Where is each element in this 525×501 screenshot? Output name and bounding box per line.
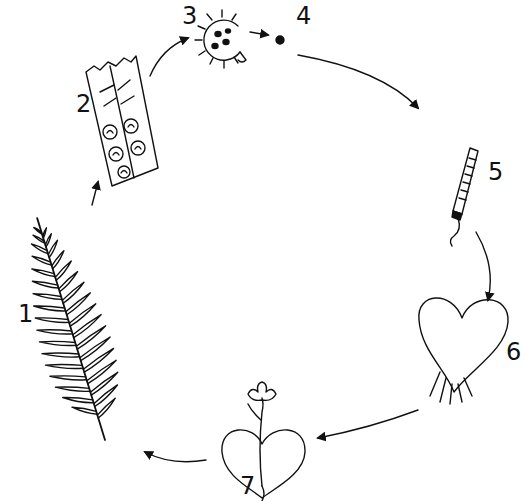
callout-number: 1: [18, 302, 33, 326]
callout-number: 2: [76, 92, 91, 116]
callout-number: 4: [296, 4, 311, 28]
prothallus: [419, 298, 508, 404]
pinna-with-sori: [86, 56, 158, 186]
callout-number: 5: [488, 160, 503, 184]
cycle-arrows: [92, 32, 490, 462]
callout-number: 7: [240, 474, 255, 498]
germinating-spore: [450, 148, 478, 246]
callout-number: 3: [182, 4, 197, 28]
spore: [276, 36, 284, 44]
young-sporophyte: [222, 382, 305, 501]
sporangium: [195, 10, 246, 68]
fern-frond: [4, 208, 139, 450]
callout-number: 6: [506, 340, 521, 364]
